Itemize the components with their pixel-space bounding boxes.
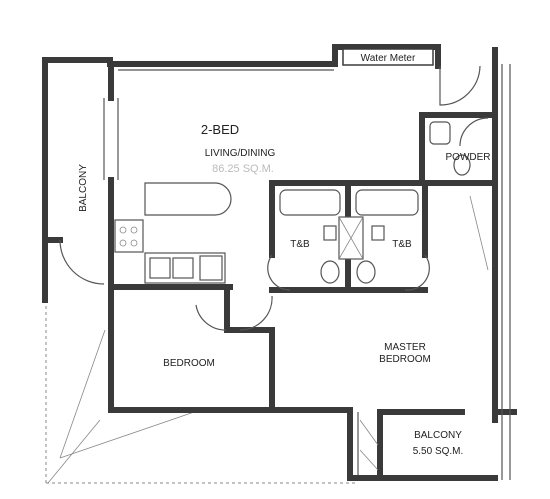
exterior-walls <box>42 44 517 481</box>
right-edge <box>469 64 511 480</box>
balcony-left-label: BALCONY <box>78 164 89 212</box>
bedroom-label: BEDROOM <box>163 358 215 369</box>
living-dining-label: LIVING/DINING <box>205 148 276 159</box>
window-lines <box>103 69 334 180</box>
water-meter-box: Water Meter <box>342 48 434 66</box>
living-dining-area: 86.25 SQ.M. <box>212 163 274 175</box>
kitchen-counter <box>114 219 226 284</box>
tb-left-label: T&B <box>290 239 310 250</box>
entry-door <box>439 65 481 106</box>
balcony-bottom-label: BALCONY <box>414 430 462 441</box>
kitchen-island <box>144 182 232 216</box>
interior-walls <box>108 112 498 481</box>
balcony-bottom-area: 5.50 SQ.M. <box>413 446 464 457</box>
master-bedroom-label-2: BEDROOM <box>379 354 431 365</box>
powder-fixtures <box>429 117 489 176</box>
bathroom-fixtures <box>267 189 430 291</box>
master-bedroom-label-1: MASTER <box>384 342 426 353</box>
balcony-door <box>59 239 105 285</box>
tb-right-label: T&B <box>392 239 412 250</box>
bottom-balcony-door <box>357 412 379 475</box>
unit-title: 2-BED <box>201 122 239 137</box>
balcony-left-area <box>45 300 356 484</box>
water-meter-label: Water Meter <box>361 53 416 64</box>
powder-label: POWDER <box>446 152 491 163</box>
bedroom-door <box>195 295 273 331</box>
